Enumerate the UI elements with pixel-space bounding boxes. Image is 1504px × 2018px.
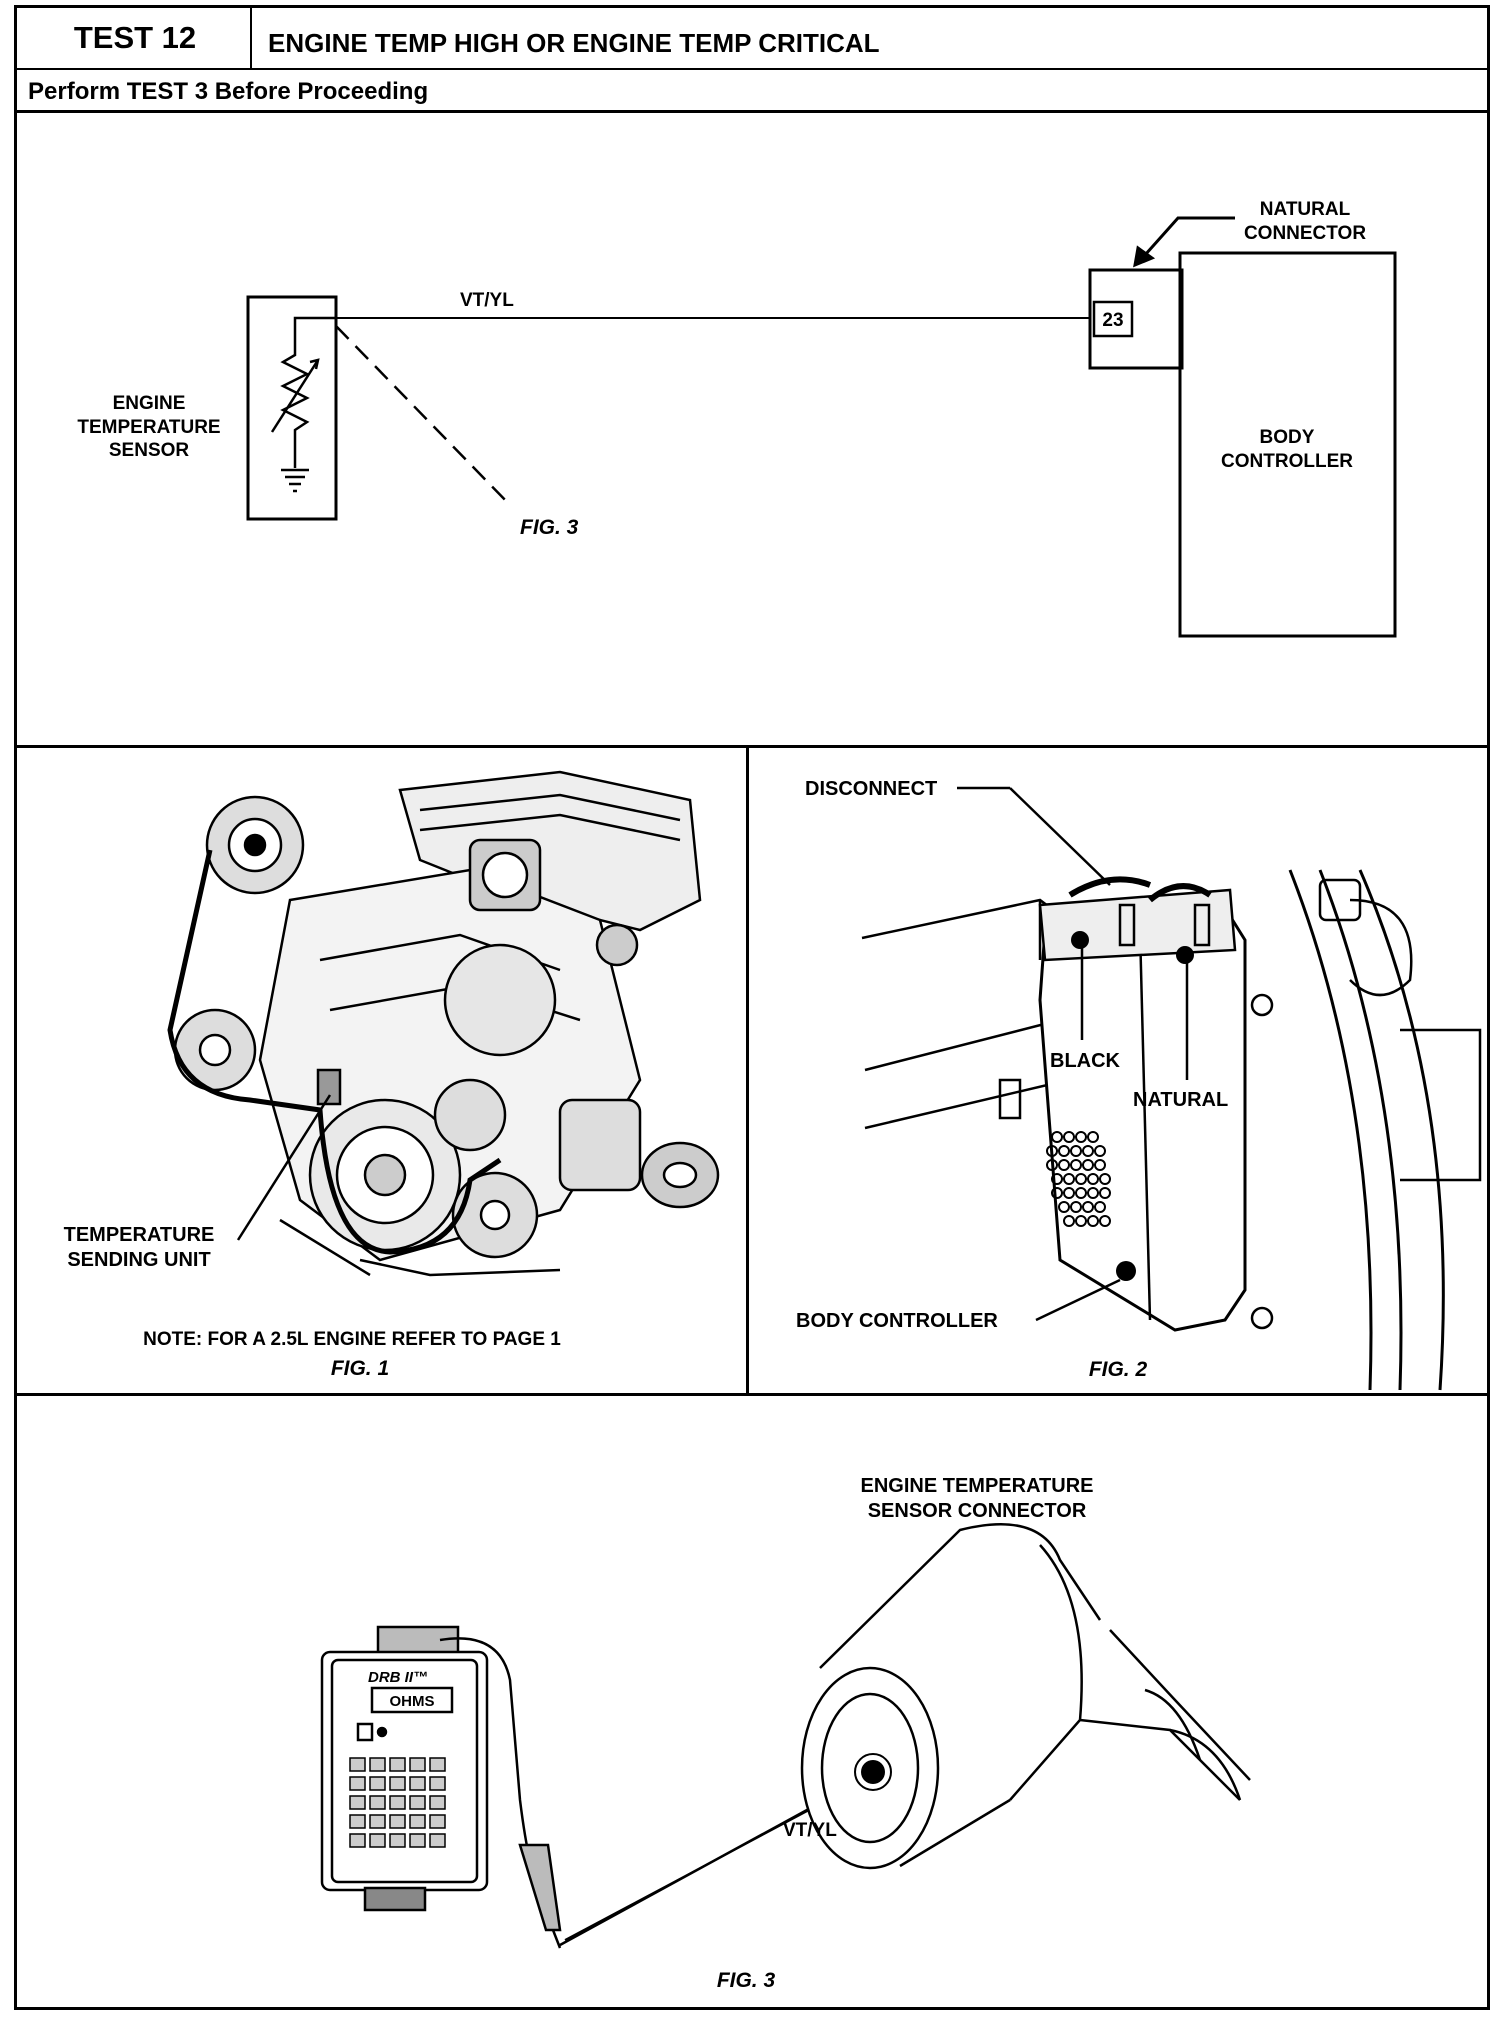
sensor-label-1: ENGINE (113, 393, 186, 414)
sensor-label-3: SENSOR (109, 440, 190, 461)
body-controller-box (1178, 251, 1397, 638)
sensor-connector (800, 1523, 1251, 1870)
schematic: ENGINE TEMPERATURE SENSOR VT/YL FIG. 3 2… (77, 199, 1397, 638)
fig3-connector-label-1: ENGINE TEMPERATURE (861, 1475, 1094, 1497)
header-rule (14, 68, 1490, 70)
fig1-callout-1: TEMPERATURE (64, 1224, 215, 1246)
fig1-note: NOTE: FOR A 2.5L ENGINE REFER TO PAGE 1 (143, 1329, 561, 1350)
fig3-wire-label: VT/YL (783, 1820, 837, 1841)
pin-number: 23 (1102, 310, 1123, 331)
ground-icon (281, 468, 309, 493)
test-number: TEST 12 (73, 20, 197, 55)
fig2-natural-label: NATURAL (1133, 1089, 1228, 1111)
sensor-box (246, 295, 338, 521)
fig1-callout-2: SENDING UNIT (67, 1249, 210, 1271)
black-connector-marker (1071, 931, 1089, 949)
test-title: ENGINE TEMP HIGH OR ENGINE TEMP CRITICAL (268, 28, 880, 58)
fig3-connector-label-2: SENSOR CONNECTOR (868, 1500, 1087, 1522)
fig2-caption: FIG. 2 (1089, 1358, 1148, 1381)
thermistor-icon (270, 316, 336, 468)
fig2-black-label: BLACK (1050, 1050, 1121, 1072)
connector-label-1: NATURAL (1260, 199, 1351, 220)
page-frame (14, 5, 1490, 2010)
fig1-callout-leader (236, 1094, 332, 1241)
section-rule-3 (14, 1393, 1490, 1396)
fig1-caption: FIG. 1 (331, 1357, 389, 1380)
connector-pin-ring (854, 1753, 892, 1791)
sensor-label-2: TEMPERATURE (77, 417, 220, 438)
body-controller-marker (1116, 1261, 1136, 1281)
connector-label-2: CONNECTOR (1244, 223, 1366, 244)
natural-connector (1088, 268, 1184, 370)
controller-label-2: CONTROLLER (1221, 451, 1353, 472)
connector-pin (861, 1760, 885, 1784)
fig2-disconnect-label: DISCONNECT (805, 778, 937, 800)
section-rule-2 (14, 745, 1490, 748)
fig1-engine-illustration (167, 770, 720, 1277)
wire-label: VT/YL (460, 290, 514, 311)
disconnect-leader-2 (1009, 787, 1111, 886)
fig2-body-controller-label: BODY CONTROLLER (796, 1310, 998, 1332)
tester-keypad (349, 1757, 446, 1848)
fig2-vent-grille (1046, 1131, 1111, 1227)
fig2-controller-illustration (861, 869, 1482, 1391)
section-rule-1 (14, 110, 1490, 113)
perform-note: Perform TEST 3 Before Proceeding (28, 78, 429, 105)
connector-arrow (1133, 216, 1235, 268)
pin-box (1092, 300, 1134, 338)
tester-brand: DRB II™ (368, 1669, 428, 1686)
fig3-caption: FIG. 3 (717, 1969, 776, 1992)
body-controller-leader (1035, 1278, 1121, 1322)
header-divider (250, 5, 252, 69)
natural-connector-marker (1176, 946, 1194, 964)
fig3-ref: FIG. 3 (520, 516, 579, 539)
fig1-fig2-divider (746, 745, 749, 1395)
controller-label-1: BODY (1260, 427, 1315, 448)
fig3-leader (335, 325, 511, 506)
tester-display: OHMS (390, 1693, 435, 1710)
